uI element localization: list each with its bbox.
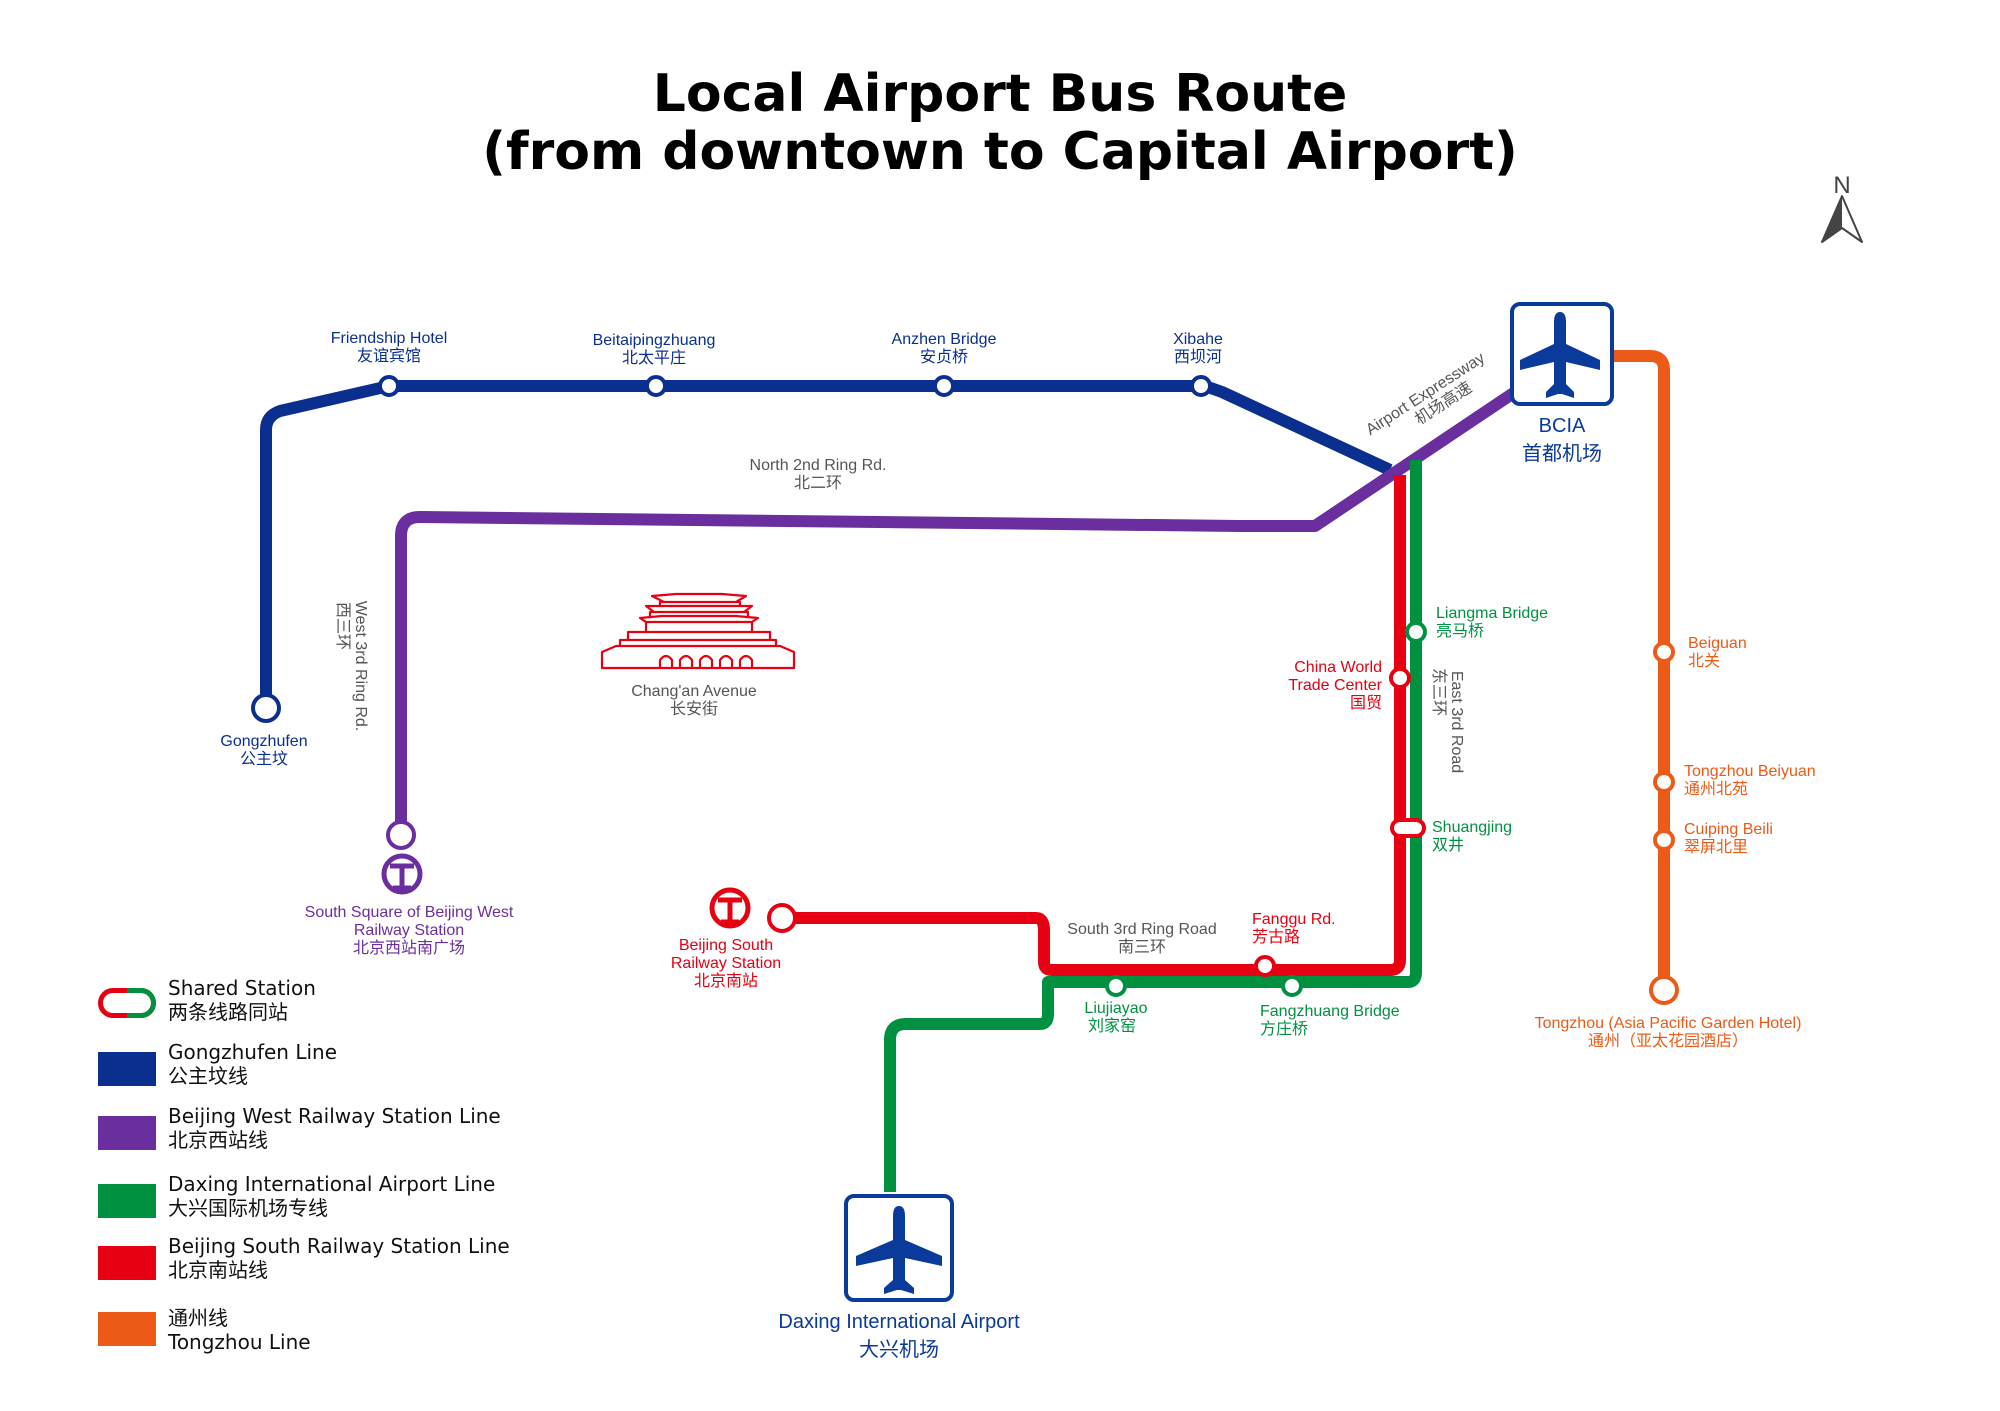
station-marker-gongzhufen[interactable]	[251, 693, 281, 723]
road-label-changan-zh: 长安街	[670, 700, 718, 718]
station-marker-liujiayao[interactable]	[1105, 975, 1127, 997]
station-marker-fangzhuang-bridge[interactable]	[1281, 975, 1303, 997]
station-label-xibahe-zh: 西坝河	[1174, 348, 1222, 366]
station-marker-anzhen-bridge[interactable]	[933, 375, 955, 397]
station-label-tongzhou-terminal-zh: 通州（亚太花园酒店）	[1588, 1032, 1748, 1050]
station-label-fangzhuang-bridge-zh: 方庄桥	[1260, 1020, 1308, 1038]
station-marker-china-world[interactable]	[1389, 667, 1411, 689]
station-label-tongzhou-terminal: Tongzhou (Asia Pacific Garden Hotel)	[1535, 1015, 1802, 1032]
station-label-beitaipingzhuang: Beitaipingzhuang	[593, 332, 716, 349]
road-label-east-3rd: East 3rd Road	[1448, 671, 1465, 773]
station-label-liujiayao: Liujiayao	[1084, 1000, 1147, 1017]
legend-swatch	[98, 1116, 156, 1150]
station-marker-beijing-west[interactable]	[386, 820, 416, 850]
station-label-beijing-west-zh: 北京西站南广场	[353, 939, 465, 957]
station-label-bcia: BCIA	[1539, 415, 1586, 437]
station-label-bcia-zh: 首都机场	[1522, 442, 1602, 465]
railway-station-icon	[381, 853, 423, 895]
station-marker-beijing-south[interactable]	[767, 903, 797, 933]
station-label-tongzhou-beiyuan: Tongzhou Beiyuan	[1684, 763, 1816, 780]
station-label-china-world: China World	[1294, 659, 1382, 676]
railway-station-icon	[709, 887, 751, 929]
airplane-icon	[856, 1206, 942, 1294]
station-label-shuangjing: Shuangjing	[1432, 819, 1512, 836]
station-label-daxing-airport: Daxing International Airport	[778, 1311, 1020, 1333]
daxing-line	[884, 460, 1422, 1192]
legend-swatch	[98, 1184, 156, 1218]
daxing-airport-box[interactable]	[844, 1194, 954, 1302]
station-label-daxing-airport-zh: 大兴机场	[859, 1338, 939, 1361]
north-arrow-icon	[1821, 195, 1863, 243]
station-marker-friendship-hotel[interactable]	[378, 375, 400, 397]
station-label-cuiping-beili: Cuiping Beili	[1684, 821, 1773, 838]
legend-swatch	[98, 1312, 156, 1346]
station-label-fanggu-rd-zh: 芳古路	[1252, 928, 1300, 946]
station-marker-shuangjing[interactable]	[1390, 818, 1426, 838]
station-marker-beitaipingzhuang[interactable]	[645, 375, 667, 397]
station-label-liujiayao-zh: 刘家窑	[1088, 1017, 1136, 1035]
station-label-friendship-hotel: Friendship Hotel	[331, 330, 448, 347]
beijing-west-line	[395, 387, 1519, 835]
station-marker-xibahe[interactable]	[1190, 375, 1212, 397]
station-label-tongzhou-beiyuan-zh: 通州北苑	[1684, 780, 1748, 798]
road-label-south-3rd-zh: 南三环	[1118, 938, 1166, 956]
compass-north-label: N	[1833, 172, 1851, 199]
station-label-cuiping-beili-zh: 翠屏北里	[1684, 838, 1748, 856]
station-marker-beiguan[interactable]	[1653, 641, 1675, 663]
gongzhufen-line	[260, 380, 1393, 708]
station-label-xibahe: Xibahe	[1173, 331, 1223, 348]
station-label-beijing-south-zh: 北京南站	[694, 972, 758, 990]
road-label-north-2nd: North 2nd Ring Rd.	[750, 457, 887, 474]
map-subtitle: (from downtown to Capital Airport)	[482, 122, 1518, 182]
station-label-fanggu-rd: Fanggu Rd.	[1252, 911, 1336, 928]
station-marker-liangma-bridge[interactable]	[1405, 621, 1427, 643]
station-label-friendship-hotel-zh: 友谊宾馆	[357, 347, 421, 365]
station-label-beitaipingzhuang-zh: 北太平庄	[622, 349, 686, 367]
road-label-west-3rd-zh: 西三环	[334, 602, 351, 650]
station-marker-fanggu-rd[interactable]	[1254, 955, 1276, 977]
station-label-gongzhufen: Gongzhufen	[220, 733, 307, 750]
road-label-east-3rd-zh: 东三环	[1430, 668, 1448, 716]
station-label-beijing-south: Beijing South	[679, 937, 773, 954]
station-label-gongzhufen-zh: 公主坟	[240, 750, 288, 768]
station-label-anzhen-bridge-zh: 安贞桥	[920, 348, 968, 366]
legend-swatch	[98, 1246, 156, 1280]
station-label-beiguan: Beiguan	[1688, 635, 1747, 652]
tongzhou-line	[1612, 350, 1670, 990]
tiananmen-landmark	[600, 592, 796, 670]
road-label-west-3rd: West 3rd Ring Rd.	[352, 601, 369, 731]
compass: N	[1818, 172, 1866, 244]
station-marker-cuiping-beili[interactable]	[1653, 829, 1675, 851]
station-marker-tongzhou-terminal[interactable]	[1649, 975, 1679, 1005]
station-label-china-world-zh: 国贸	[1350, 694, 1382, 712]
station-label-beijing-west-2: Railway Station	[354, 922, 464, 939]
station-label-china-world-2: Trade Center	[1288, 677, 1382, 694]
station-label-shuangjing-zh: 双井	[1432, 836, 1464, 854]
road-label-changan: Chang'an Avenue	[631, 683, 757, 700]
road-label-south-3rd: South 3rd Ring Road	[1067, 921, 1216, 938]
station-label-beijing-west: South Square of Beijing West	[305, 904, 514, 921]
map-title: Local Airport Bus Route	[652, 64, 1348, 124]
station-label-liangma-bridge-zh: 亮马桥	[1436, 622, 1484, 640]
station-label-beiguan-zh: 北关	[1688, 652, 1720, 670]
shared-station-icon	[98, 988, 156, 1018]
station-label-liangma-bridge: Liangma Bridge	[1436, 605, 1548, 622]
legend-swatch	[98, 1052, 156, 1086]
station-label-anzhen-bridge: Anzhen Bridge	[892, 331, 997, 348]
bcia-airport-box[interactable]	[1510, 302, 1614, 406]
road-label-north-2nd-zh: 北二环	[794, 474, 842, 492]
station-label-beijing-south-2: Railway Station	[671, 955, 781, 972]
station-label-fangzhuang-bridge: Fangzhuang Bridge	[1260, 1003, 1400, 1020]
beijing-south-line	[782, 475, 1406, 976]
airplane-icon	[1520, 312, 1600, 398]
station-marker-tongzhou-beiyuan[interactable]	[1653, 771, 1675, 793]
